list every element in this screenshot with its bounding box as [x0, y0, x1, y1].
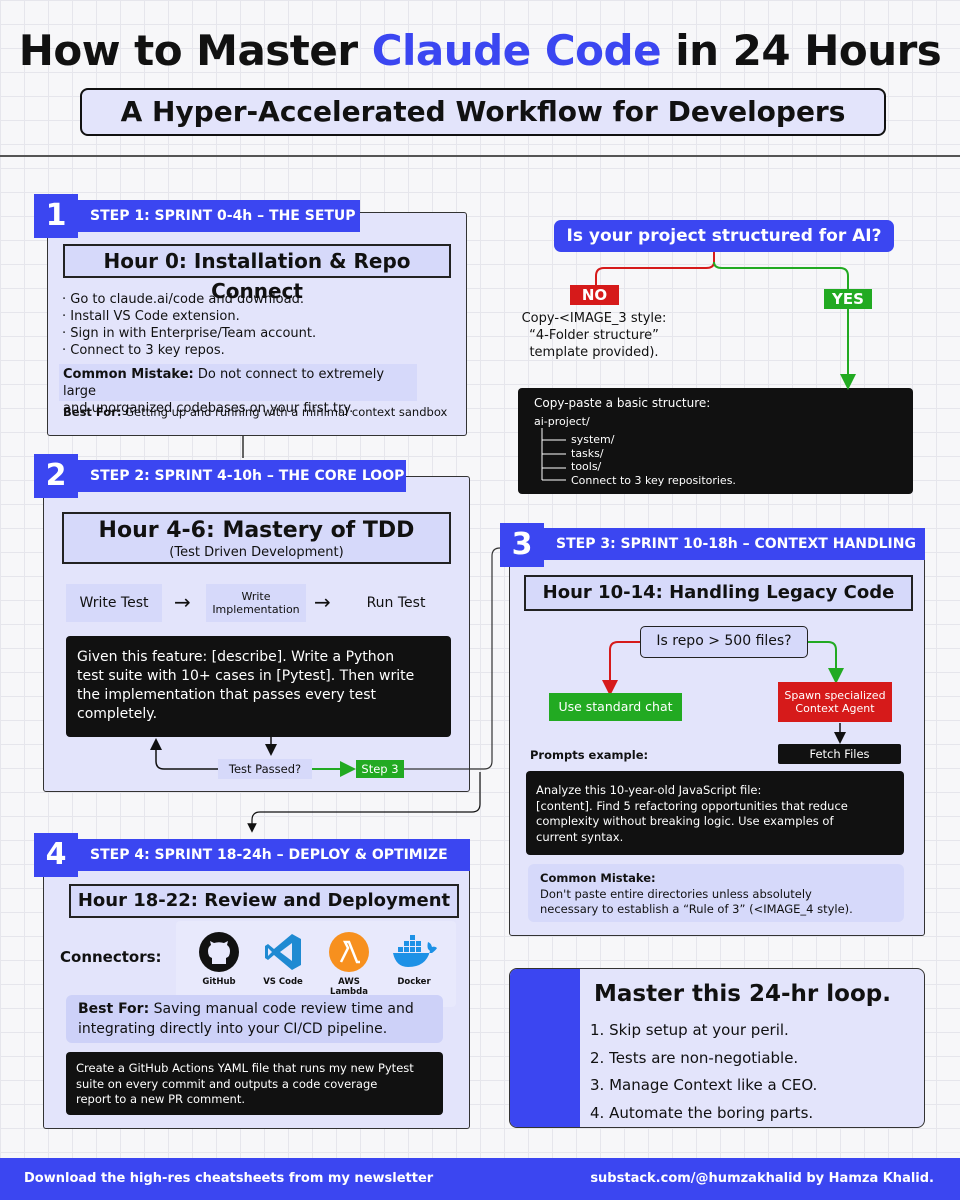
- connector-docker: Docker: [388, 931, 440, 987]
- step-3-common-mistake: Common Mistake: Don't paste entire direc…: [528, 864, 904, 922]
- flow-run-test: Run Test: [366, 595, 426, 611]
- page-subtitle: A Hyper-Accelerated Workflow for Develop…: [80, 88, 886, 136]
- code-tree-items: system/ tasks/ tools/ Connect to 3 key r…: [571, 433, 736, 487]
- summary-accent-block: [510, 969, 580, 1127]
- list-item: · Connect to 3 key repos.: [62, 343, 225, 358]
- connector-logos: GitHub VS Code AWS Lambda Docker: [176, 921, 456, 1007]
- step-3-number: 3: [500, 523, 544, 567]
- list-item: · Sign in with Enterprise/Team account.: [62, 326, 317, 341]
- github-icon: [199, 932, 239, 972]
- tree-item: tasks/: [571, 446, 604, 460]
- step-1-checklist: · Go to claude.ai/code and download. · I…: [62, 291, 462, 359]
- title-accent: Claude Code: [371, 26, 662, 75]
- step-1-best-for: Best For: Getting up and running with a …: [63, 405, 448, 419]
- header-divider: [0, 155, 960, 157]
- test-passed-decision: Test Passed?: [218, 759, 312, 779]
- vscode-icon: [265, 934, 301, 970]
- step-1-number: 1: [34, 194, 78, 238]
- code-title: Copy-paste a basic structure:: [534, 396, 711, 410]
- footer-author-link[interactable]: substack.com/@humzakhalid by Hamza Khali…: [590, 1171, 934, 1186]
- tree-item: system/: [571, 433, 615, 446]
- mistake-label: Common Mistake:: [63, 367, 194, 382]
- legacy-prompt-block: Analyze this 10-year-old JavaScript file…: [526, 771, 904, 855]
- summary-title: Master this 24-hr loop.: [594, 981, 891, 1007]
- step-1-header: STEP 1: SPRINT 0-4h – THE SETUP: [78, 200, 360, 232]
- standard-chat-option: Use standard chat: [549, 693, 682, 721]
- summary-panel: Master this 24-hr loop. 1. Skip setup at…: [509, 968, 925, 1128]
- step-3-link: Step 3: [356, 760, 404, 778]
- step-1-common-mistake: Common Mistake: Do not connect to extrem…: [59, 364, 417, 416]
- flow-write-test: Write Test: [66, 584, 162, 622]
- footer-bar: Download the high-res cheatsheets from m…: [0, 1158, 960, 1200]
- prompts-example-label: Prompts example:: [530, 748, 649, 762]
- flow-arrow: →: [174, 590, 191, 614]
- hour-subtitle: (Test Driven Development): [169, 545, 344, 560]
- footer-newsletter-text: Download the high-res cheatsheets from m…: [24, 1171, 434, 1186]
- summary-list: 1. Skip setup at your peril. 2. Tests ar…: [590, 1017, 817, 1127]
- yes-label: YES: [824, 289, 872, 309]
- repo-size-question: Is repo > 500 files?: [640, 626, 808, 658]
- aws-lambda-icon: [329, 932, 369, 972]
- no-label: NO: [570, 285, 619, 305]
- docker-icon: [393, 935, 437, 967]
- flow-arrow: →: [314, 590, 331, 614]
- list-item: · Install VS Code extension.: [62, 309, 240, 324]
- list-item: 3. Manage Context like a CEO.: [590, 1076, 818, 1094]
- deploy-prompt-block: Create a GitHub Actions YAML file that r…: [66, 1052, 443, 1115]
- step-2-header: STEP 2: SPRINT 4-10h – THE CORE LOOP: [78, 460, 406, 492]
- tree-item: Connect to 3 key repositories.: [571, 473, 736, 487]
- step-3-header: STEP 3: SPRINT 10-18h – CONTEXT HANDLING: [544, 528, 925, 560]
- step-4-hour-title: Hour 18-22: Review and Deployment: [69, 884, 459, 918]
- step-4-number: 4: [34, 833, 78, 877]
- connector-vscode: VS Code: [260, 931, 306, 987]
- list-item: 1. Skip setup at your peril.: [590, 1021, 789, 1039]
- step-4-header: STEP 4: SPRINT 18-24h – DEPLOY & OPTIMIZ…: [78, 839, 470, 871]
- no-branch-text: Copy-<IMAGE_3 style: “4-Folder structure…: [521, 311, 667, 360]
- tree-item: tools/: [571, 460, 602, 473]
- list-item: · Go to claude.ai/code and download.: [62, 292, 304, 307]
- step-4-best-for: Best For: Saving manual code review time…: [66, 995, 443, 1043]
- step-2-number: 2: [34, 454, 78, 498]
- list-item: 2. Tests are non-negotiable.: [590, 1048, 799, 1067]
- list-item: 4. Automate the boring parts.: [590, 1103, 814, 1122]
- step-2-hour-title: Hour 4-6: Mastery of TDD (Test Driven De…: [62, 512, 451, 564]
- connector-github: GitHub: [196, 931, 242, 987]
- structure-code-block: Copy-paste a basic structure: ai-project…: [518, 388, 913, 494]
- fetch-files-node: Fetch Files: [778, 744, 901, 764]
- flow-write-implementation: Write Implementation: [206, 584, 306, 622]
- page-title: How to Master Claude Code in 24 Hours: [18, 26, 942, 75]
- tree-lines: [541, 428, 566, 481]
- connector-aws-lambda: AWS Lambda: [320, 931, 378, 997]
- ai-structure-question: Is your project structured for AI?: [554, 220, 894, 252]
- tdd-prompt-block: Given this feature: [describe]. Write a …: [66, 636, 451, 737]
- connectors-label: Connectors:: [60, 948, 162, 966]
- code-root: ai-project/: [534, 415, 590, 428]
- step-1-hour-title: Hour 0: Installation & Repo Connect: [63, 244, 451, 303]
- step-3-hour-title: Hour 10-14: Handling Legacy Code: [524, 575, 913, 611]
- context-agent-option: Spawn specialized Context Agent: [778, 682, 892, 722]
